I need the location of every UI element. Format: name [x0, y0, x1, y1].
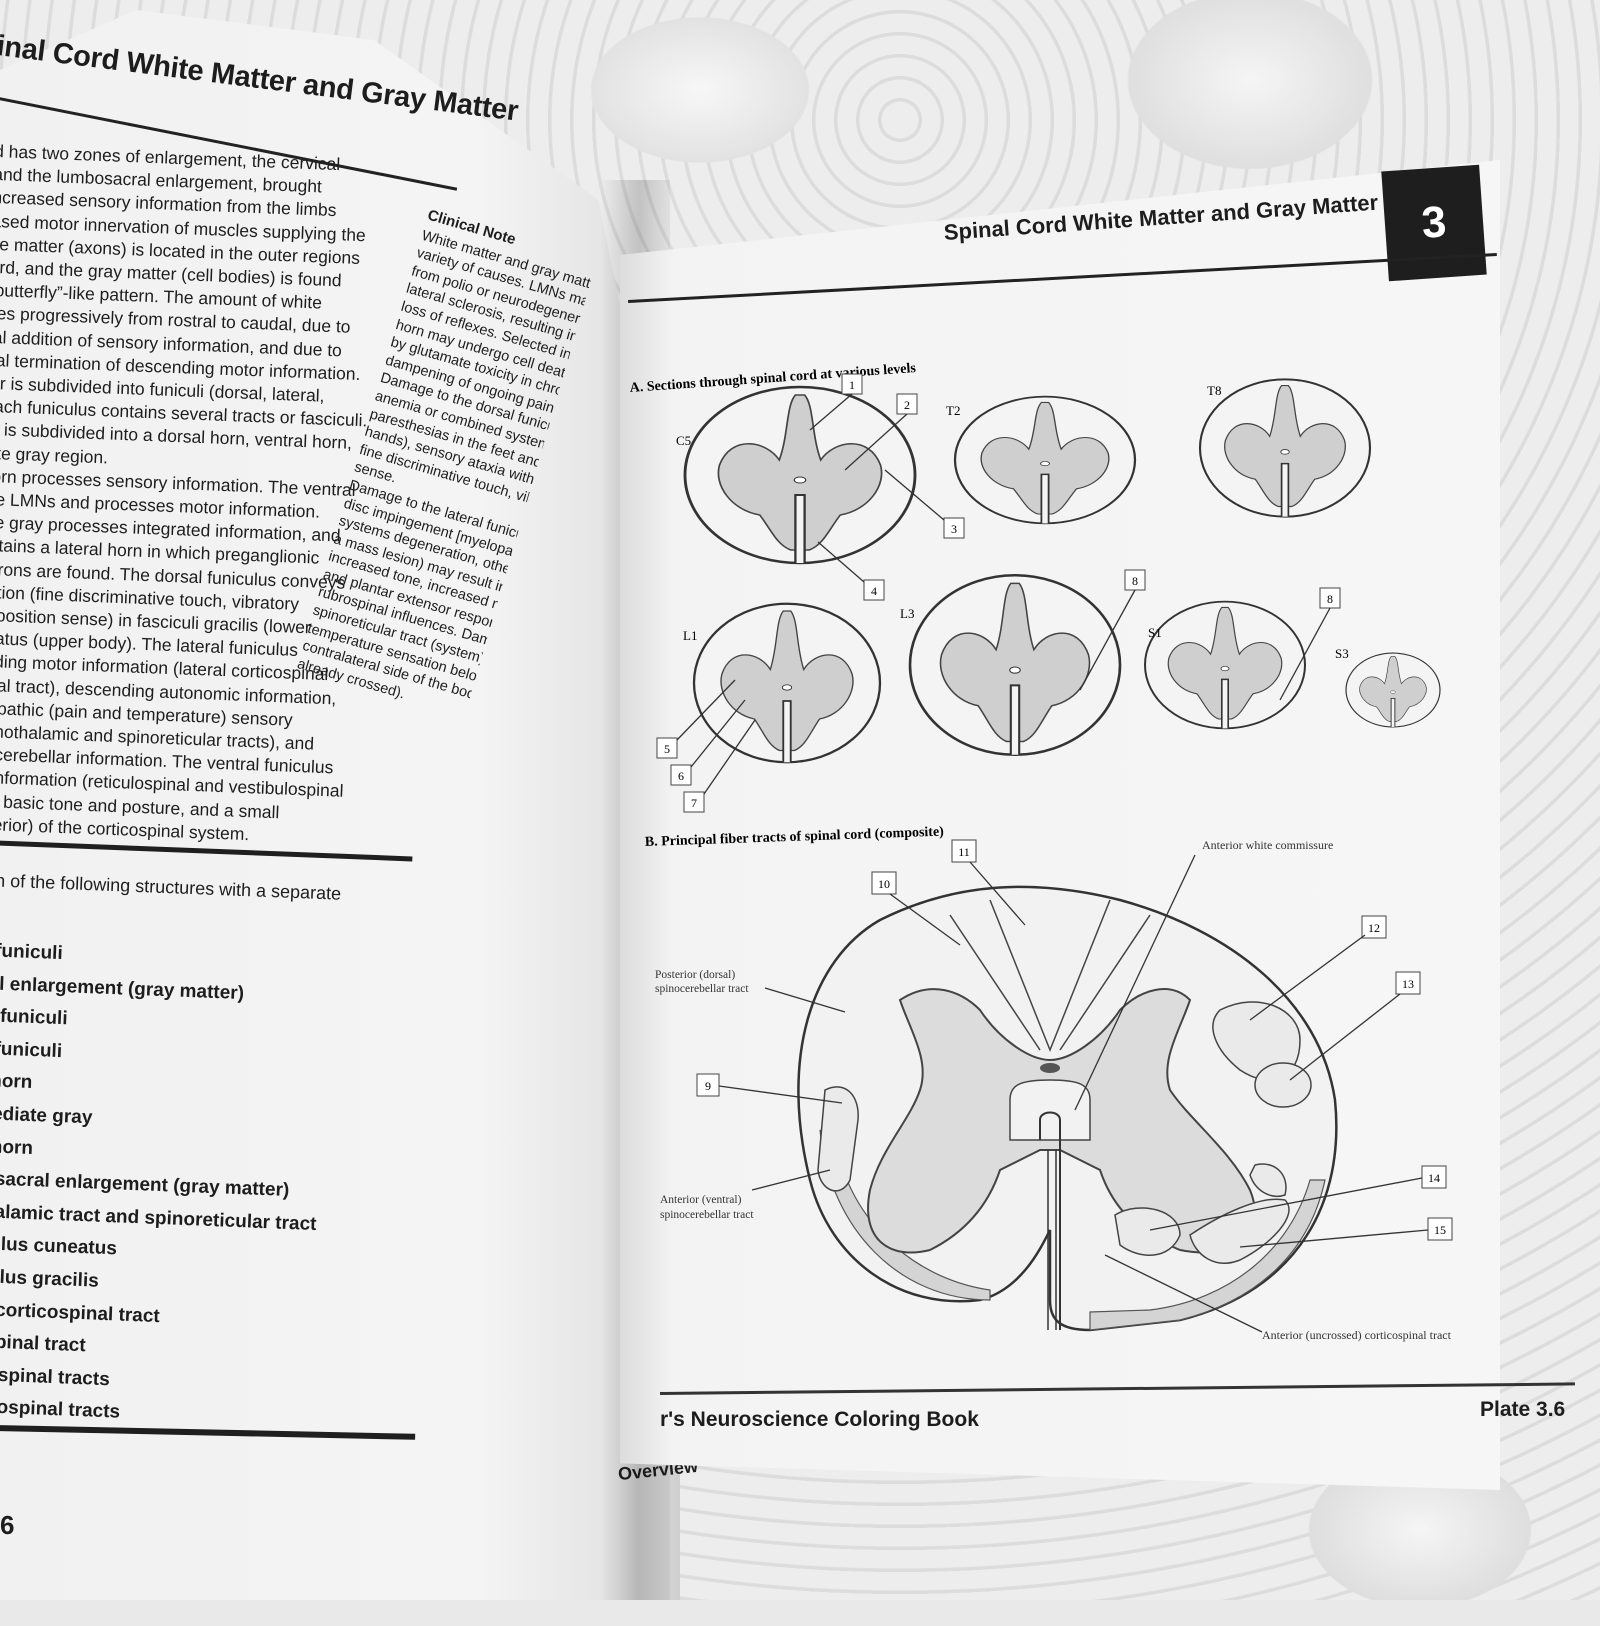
section-l1	[692, 602, 882, 764]
svg-text:6: 6	[678, 769, 684, 783]
label-posterior-spinocerebellar: Posterior (dorsal)	[655, 969, 735, 981]
number-boxes-a: 1 2 3 4 5 6 7 8 8	[656, 373, 1341, 813]
svg-text:2: 2	[904, 398, 910, 412]
section-s1	[1143, 600, 1307, 730]
svg-text:5: 5	[664, 742, 670, 756]
number-box: 8	[1319, 587, 1341, 609]
section-b-title: B. Principal fiber tracts of spinal cord…	[645, 825, 945, 850]
level-label: T2	[946, 403, 960, 418]
number-box: 4	[863, 579, 885, 601]
left-page-number: 6	[0, 1510, 15, 1540]
section-t2	[953, 395, 1137, 525]
number-box: 12	[1361, 915, 1387, 939]
svg-text:7: 7	[691, 796, 697, 810]
section-l3	[908, 573, 1122, 757]
number-box: 9	[696, 1073, 720, 1097]
section-c5	[683, 385, 917, 565]
svg-text:14: 14	[1428, 1171, 1440, 1185]
number-box: 14	[1421, 1165, 1447, 1189]
number-box: 3	[943, 517, 965, 539]
label-anterior-white-commissure: Anterior white commissure	[1202, 838, 1333, 852]
number-box: 5	[656, 737, 678, 759]
level-label: L1	[683, 628, 697, 643]
number-box: 6	[670, 764, 692, 786]
number-box: 7	[683, 791, 705, 813]
footer-plate-number: Plate 3.6	[1480, 1398, 1566, 1421]
label-posterior-spinocerebellar: spinocerebellar tract	[655, 983, 749, 995]
label-anterior-spinocerebellar: spinocerebellar tract	[660, 1209, 754, 1221]
level-label: S3	[1335, 646, 1349, 661]
number-box: 15	[1427, 1217, 1453, 1241]
number-box: 13	[1395, 971, 1421, 995]
level-label: T8	[1207, 383, 1221, 398]
left-page	[0, 10, 680, 1600]
label-anterior-corticospinal: Anterior (uncrossed) corticospinal tract	[1262, 1328, 1452, 1342]
leader-lines-b	[718, 854, 1429, 1333]
section-t8	[1198, 378, 1372, 518]
svg-text:12: 12	[1368, 921, 1380, 935]
svg-text:8: 8	[1327, 592, 1333, 606]
svg-text:3: 3	[951, 522, 957, 536]
section-s3	[1345, 652, 1441, 728]
number-box: 1	[841, 373, 863, 395]
footer-book-title: r's Neuroscience Coloring Book	[660, 1408, 979, 1431]
svg-text:11: 11	[958, 845, 970, 859]
svg-text:4: 4	[871, 584, 877, 598]
level-label: L3	[900, 606, 914, 621]
svg-text:13: 13	[1402, 977, 1414, 991]
level-label: S1	[1148, 625, 1162, 640]
level-label: C5	[676, 433, 691, 448]
label-anterior-spinocerebellar: Anterior (ventral)	[660, 1194, 742, 1206]
number-box: 8	[1124, 569, 1146, 591]
number-boxes-b: 9 10 11 12 13 14 15	[696, 839, 1453, 1241]
svg-text:8: 8	[1132, 574, 1138, 588]
number-box: 10	[871, 871, 897, 895]
number-box: 2	[896, 393, 918, 415]
svg-text:10: 10	[878, 877, 890, 891]
svg-text:15: 15	[1434, 1223, 1446, 1237]
svg-text:1: 1	[849, 378, 855, 392]
leader-lines-a	[676, 393, 1331, 795]
svg-text:9: 9	[705, 1079, 711, 1093]
composite-cross-section	[797, 885, 1338, 1332]
number-box: 11	[951, 839, 977, 863]
